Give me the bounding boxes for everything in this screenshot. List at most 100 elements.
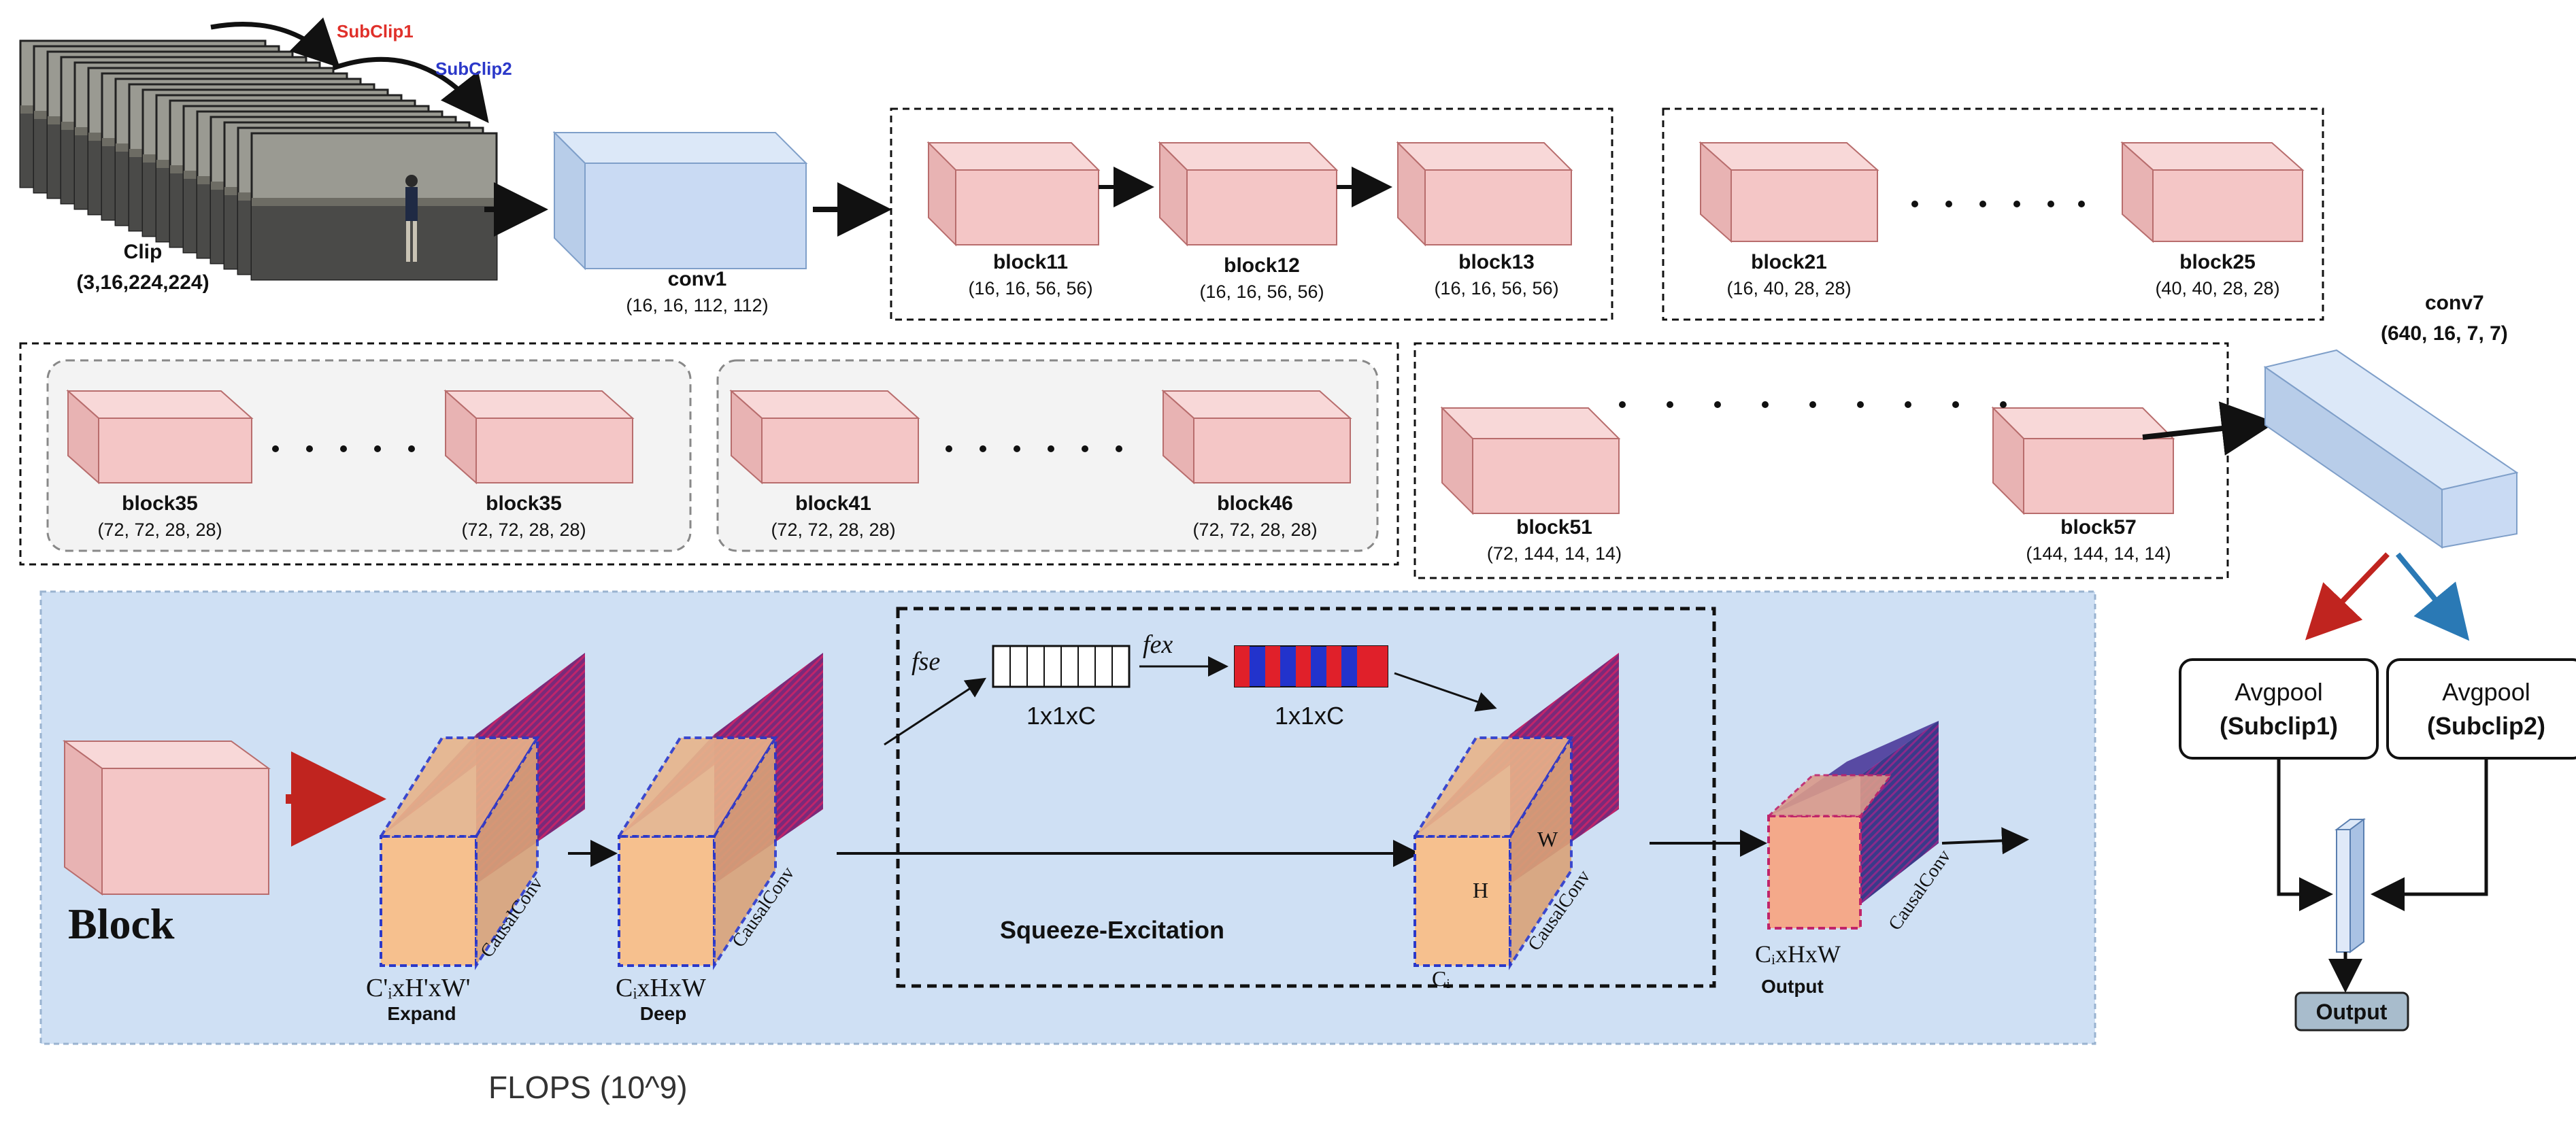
- subclip2-label: SubClip2: [435, 58, 512, 79]
- block-block12: [1158, 141, 1339, 247]
- scaled-cube: [1412, 653, 1619, 970]
- squeeze-vector: [992, 645, 1131, 688]
- output-box: [2294, 991, 2409, 1032]
- subclip1-label: SubClip1: [337, 21, 414, 41]
- stage1-group: [890, 107, 1613, 321]
- clip-dims: (3,16,224,224): [76, 271, 209, 294]
- block-label: block13: [1458, 251, 1535, 273]
- flops-caption: FLOPS (10^9): [488, 1070, 688, 1105]
- conv1-label: conv1: [668, 268, 727, 290]
- stage3-blocks: block35 (72, 72, 28, 28) block35 (72, 72, 2…: [66, 389, 635, 540]
- stage5-to-conv7-arrow: [2142, 401, 2276, 456]
- stage4-blocks: block41 (72, 72, 28, 28) block46 (72, 72, 2…: [729, 389, 1352, 540]
- block-label: block46: [1217, 492, 1293, 515]
- squeeze-excitation-group: [896, 607, 1716, 988]
- concat-vector: [2335, 818, 2366, 953]
- fse-arrow: [884, 677, 987, 746]
- detail-input-block: [62, 740, 271, 896]
- fse-label: fse: [911, 647, 940, 676]
- stage34-group: [19, 342, 1399, 566]
- clip-frames: [19, 39, 498, 281]
- block-dims: (72, 144, 14, 14): [1487, 543, 1622, 564]
- block-dims: (16, 40, 28, 28): [1726, 278, 1851, 299]
- squeeze-vector-dims: 1x1xC: [1026, 702, 1096, 730]
- excitation-vector: [1234, 645, 1388, 687]
- scaled-w-label: W: [1537, 827, 1558, 851]
- deep-label: Deep: [640, 1003, 686, 1024]
- subclip1-arrow: [210, 17, 340, 68]
- pool2-to-concat-arrow: [2371, 758, 2488, 911]
- conv7-label: conv7: [2425, 292, 2484, 314]
- video-frame: [250, 132, 498, 281]
- excitation-vector-dims: 1x1xC: [1275, 702, 1344, 730]
- block-block25: [2120, 141, 2305, 243]
- pool1-to-concat-arrow: [2277, 758, 2333, 911]
- block-label: block12: [1224, 254, 1300, 277]
- stage5-ellipsis: [1619, 401, 2007, 408]
- block-block51: [1440, 406, 1621, 515]
- block-block35: [444, 389, 635, 485]
- avgpool-subclip1-line2: (Subclip1): [2220, 712, 2338, 740]
- expand-conv-cube: [378, 653, 585, 970]
- block-label: block35: [122, 492, 198, 515]
- output-dims: CᵢxHxW: [1755, 940, 1841, 968]
- excitation-to-scale-arrow: [1394, 672, 1497, 712]
- avgpool-subclip1-box: [2179, 658, 2379, 760]
- conv7-to-pool1-arrow: [2305, 552, 2390, 641]
- block-dims: (72, 72, 28, 28): [771, 520, 895, 540]
- block-label: block51: [1516, 516, 1592, 539]
- deep-conv-cube: [616, 653, 823, 970]
- block-label: block35: [486, 492, 562, 515]
- conv7-dims: (640, 16, 7, 7): [2381, 322, 2508, 345]
- clip-label: Clip: [124, 241, 163, 263]
- block-label: block21: [1751, 251, 1827, 273]
- block-dims: (72, 72, 28, 28): [97, 520, 222, 540]
- block-block46: [1161, 389, 1352, 485]
- avgpool-subclip2-line2: (Subclip2): [2427, 712, 2545, 740]
- squeeze-excitation-label: Squeeze-Excitation: [1000, 916, 1224, 944]
- avgpool-subclip1-line1: Avgpool: [2235, 678, 2322, 706]
- stage3-ellipsis: [272, 445, 415, 452]
- block-dims: (16, 16, 56, 56): [968, 278, 1092, 299]
- output-label: Output: [2316, 1000, 2388, 1024]
- block-block41: [729, 389, 920, 485]
- conv1-dims: (16, 16, 112, 112): [626, 295, 768, 316]
- block-dims: (144, 144, 14, 14): [2026, 543, 2171, 564]
- block-dims: (72, 72, 28, 28): [1192, 520, 1317, 540]
- avgpool-subclip2-box: [2386, 658, 2576, 760]
- block-label: block41: [795, 492, 871, 515]
- avgpool-subclip2-line1: Avgpool: [2442, 678, 2530, 706]
- fex-label: fex: [1143, 630, 1173, 659]
- scaled-h-label: H: [1473, 878, 1488, 902]
- expand-dims: C'ᵢxH'xW': [366, 974, 470, 1002]
- conv1-box: [552, 131, 808, 271]
- conv7-box: [2263, 349, 2519, 549]
- block-block11: [926, 141, 1101, 247]
- stage4-ellipsis: [946, 445, 1122, 452]
- output-cube-label: Output: [1761, 976, 1824, 997]
- stage5-blocks: block51 (72, 144, 14, 14) block57 (144, 144…: [1440, 406, 2175, 564]
- person-figure: [405, 175, 418, 262]
- stage2-ellipsis: [1911, 201, 2085, 207]
- block-dims: (72, 72, 28, 28): [461, 520, 586, 540]
- expand-label: Expand: [387, 1003, 456, 1024]
- output-exit-arrow: [1941, 827, 2029, 855]
- scaled-ci-label: Cᵢ: [1432, 966, 1450, 991]
- stage5-group: [1414, 342, 2229, 579]
- block-dims: (16, 16, 56, 56): [1434, 278, 1558, 299]
- block-dims: (16, 16, 56, 56): [1199, 282, 1324, 302]
- stage1-blocks: block11 (16, 16, 56, 56) block12 (16, 16, 5…: [926, 141, 1573, 302]
- block-label: block11: [993, 251, 1068, 273]
- block-dims: (40, 40, 28, 28): [2155, 278, 2279, 299]
- stage2-group: [1662, 107, 2324, 321]
- block-label: block57: [2060, 516, 2137, 539]
- block-title: Block: [68, 900, 175, 948]
- output-cube: [1766, 721, 1939, 930]
- block-block13: [1396, 141, 1573, 247]
- block-label: block25: [2179, 251, 2256, 273]
- block-block21: [1699, 141, 1879, 243]
- subclip2-arrow: [332, 56, 489, 124]
- block-block35: [66, 389, 254, 485]
